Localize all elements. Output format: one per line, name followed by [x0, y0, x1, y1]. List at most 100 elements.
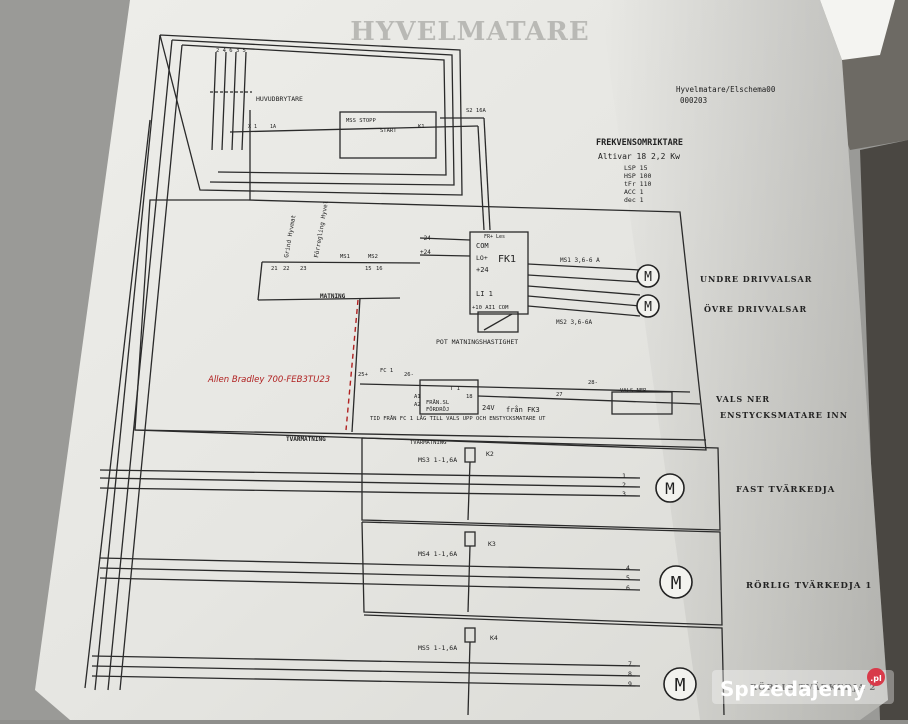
terminal-num: 2 [622, 481, 626, 489]
wiring-lines [84, 34, 725, 716]
motor-icon [655, 473, 685, 503]
vfd-title: FREKVENSOMRIKTARE [596, 138, 683, 148]
controller-lo: LO+ [476, 254, 488, 262]
faded-title: HYVELMATARE [350, 17, 589, 47]
pot-label: POT MATNINGSHASTIGHET [436, 338, 518, 346]
motor-label-fast: FAST TVÄRKEDJA [736, 482, 835, 495]
matning-label: MATNING [320, 293, 346, 300]
timer-fordroj: FÖRDRÖJ [426, 406, 449, 413]
motor-letter: M [675, 675, 686, 696]
controller-24: +24 [476, 266, 489, 274]
motor-label-rorlig2: RÖRLIG TVÄRKEDJA 2 [750, 680, 876, 693]
terminal-label: 23 [300, 266, 307, 272]
terminal-num: 8 [628, 670, 632, 678]
motor-label-rorlig1: RÖRLIG TVÄRKEDJA 1 [746, 578, 872, 591]
tvarmatning-label: TVÄRMATNING [286, 436, 326, 443]
timer-volt: 24V [482, 404, 495, 412]
terminal-label: 15 [365, 266, 372, 272]
red-dashed-line [345, 299, 359, 431]
controller-li1: LI 1 [476, 290, 493, 298]
controller-top: FR+ Les [484, 234, 505, 240]
controller-fk1: FK1 [498, 254, 516, 265]
timer-a1: A1 [414, 394, 421, 400]
ms2-label: MS2 3,6-6A [556, 319, 593, 326]
fuse-small: 1A [270, 124, 276, 130]
timer-t26: 26- [404, 372, 414, 378]
vfd-param: LSP 15 [624, 164, 648, 172]
timer-t1: T 1 [450, 386, 460, 392]
ms3-label: MS3 1-1,6A [418, 456, 457, 464]
terminal-num: 4 [626, 564, 630, 572]
motor-letter: M [644, 300, 652, 315]
motor-icon [659, 565, 693, 599]
motor-icon [636, 294, 660, 318]
background-shadow [860, 140, 908, 720]
ms5-label: MS5 1-1,6A [418, 644, 457, 652]
watermark: Sprzedajemy .pl [712, 668, 894, 704]
timer-valve: VALS NER [620, 388, 647, 394]
vfd-model: Altivar 18 2,2 Kw [598, 152, 680, 161]
motor-letter: M [671, 573, 682, 594]
motor-icon [636, 264, 660, 288]
terminal-x1: X 1 [248, 124, 257, 130]
motor-label-ovre: ÖVRE DRIVVALSAR [704, 304, 807, 314]
k3-label: K3 [488, 540, 496, 548]
timer-a2: A2 [414, 402, 421, 408]
stop-label: MSS STOPP [346, 118, 376, 124]
motor-letter: M [665, 479, 675, 498]
vfd-param: HSP 100 [624, 172, 651, 180]
terminal-num: 1 [622, 472, 626, 480]
timer-t28: 28- [588, 380, 598, 386]
terminal-label: 22 [283, 266, 290, 272]
header-line2: 000203 [680, 96, 707, 105]
terminal-num: 6 [626, 584, 630, 592]
main-switch-label: HUVUDBRYTARE [256, 95, 303, 103]
vfd-param: dec 1 [624, 196, 644, 204]
header-line1: Hyvelmatare/Elschema00 [676, 85, 776, 94]
timer-fc: FC 1 [380, 368, 393, 374]
k1-label: K1 [418, 124, 425, 130]
vfd-param: ACC 1 [624, 188, 644, 196]
timer-t18: 18 [466, 394, 473, 400]
paper-curl [820, 0, 895, 60]
watermark-tld: .pl [870, 674, 882, 683]
k2-label: K2 [486, 450, 494, 458]
enstycksmatare-label: ENSTYCKSMATARE INN [720, 410, 848, 420]
controller-bottom: +10 AI1 COM [472, 305, 509, 311]
motor-icon [663, 667, 697, 701]
motor-label-undre: UNDRE DRIVVALSAR [700, 274, 812, 284]
controller-com: COM [476, 242, 489, 250]
motor-letter: M [644, 270, 652, 285]
motor-symbols [636, 264, 697, 701]
terminal-label: MS1 [340, 254, 350, 260]
vfd-param: tFr 110 [624, 180, 651, 188]
terminal-label: 21 [271, 266, 278, 272]
controller-pos24: +24 [420, 249, 431, 256]
terminal-label: MS2 [368, 254, 378, 260]
timer-long-text: TID FRÅN FC 1 LÅG TILL VALS UPP OCH ENST… [370, 415, 546, 422]
terminal-label: 16 [376, 266, 383, 272]
handwritten-note: Allen Bradley 700-FEB3TU23 [207, 375, 330, 385]
ms4-label: MS4 1-1,6A [418, 550, 457, 558]
start-label: START [380, 128, 397, 134]
timer-fran-fk: från FK3 [506, 405, 540, 414]
paper-shading [600, 0, 888, 720]
watermark-badge-icon [867, 668, 885, 686]
k4-label: K4 [490, 634, 498, 642]
ms1-label: MS1 3,6-6 A [560, 257, 600, 264]
terminal-num: 7 [628, 660, 632, 668]
fuse-label: S2 16A [466, 108, 487, 114]
terminal-num: 9 [628, 680, 632, 688]
terminal-num: 3 [622, 490, 626, 498]
timer-t25: 25+ [358, 372, 369, 378]
timer-t27: 27 [556, 392, 563, 398]
tvarmatning-label-2: TVÄRMATNING [410, 439, 446, 446]
vals-ner-label: VALS NER [715, 394, 770, 404]
controller-neg24: -24 [420, 235, 431, 242]
terminal-num: 5 [626, 574, 630, 582]
watermark-text: Sprzedajemy [720, 677, 866, 701]
main-switch-terminals: 2 4 6 3 5 [216, 48, 246, 54]
timer-fran: FRÅN.SL [426, 399, 450, 406]
